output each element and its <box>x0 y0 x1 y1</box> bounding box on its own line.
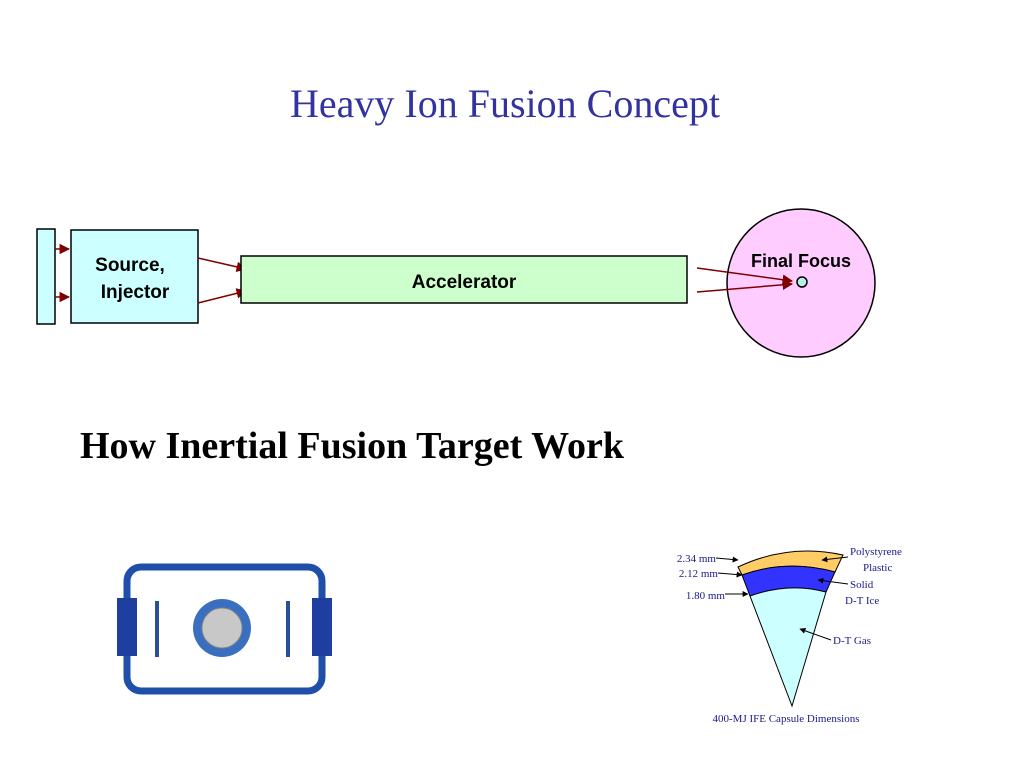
layer-label: D-T Gas <box>833 635 871 647</box>
layer-label: D-T Ice <box>845 595 879 607</box>
accelerator-label: Accelerator <box>412 272 517 293</box>
beam-arrow <box>696 279 794 293</box>
source-label: Source, <box>95 255 165 276</box>
layer-label: Solid <box>850 579 874 591</box>
ion-source-plate <box>36 228 56 325</box>
dimension-label: 1.80 mm <box>686 590 726 602</box>
dt-gas-layer <box>749 587 827 708</box>
dimension-label: 2.34 mm <box>677 553 717 565</box>
layer-label: Plastic <box>863 562 892 574</box>
capsule-wedge-diagram: 2.34 mm 2.12 mm 1.80 mm Polystyrene Plas… <box>677 546 902 725</box>
source-injector-box <box>70 229 199 324</box>
hohlraum-illustration <box>117 563 332 695</box>
target-capsule <box>796 276 808 288</box>
final-focus-label: Final Focus <box>751 251 851 271</box>
layer-label: Polystyrene <box>850 546 902 558</box>
accelerator-box <box>240 255 688 304</box>
dimension-label: 2.12 mm <box>679 568 719 580</box>
injector-label: Injector <box>101 282 170 303</box>
beam-arrow <box>197 288 248 304</box>
capsule-caption: 400-MJ IFE Capsule Dimensions <box>713 713 860 725</box>
beam-arrow <box>197 257 248 273</box>
beam-arrow <box>696 267 794 285</box>
slide-title: Heavy Ion Fusion Concept <box>290 81 720 126</box>
section-heading: How Inertial Fusion Target Work <box>80 425 625 467</box>
